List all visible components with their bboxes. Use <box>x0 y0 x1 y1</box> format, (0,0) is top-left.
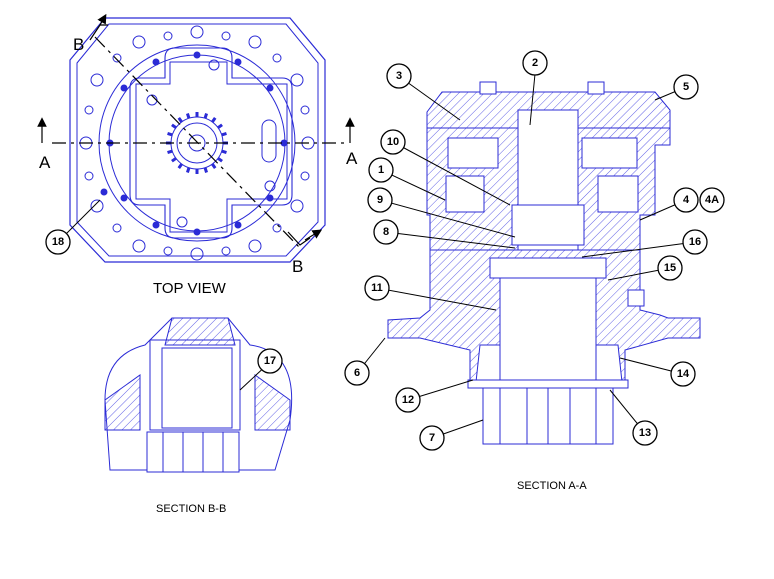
svg-text:18: 18 <box>52 236 64 248</box>
callout-7: 7 <box>419 425 445 451</box>
callout-4a: 4A <box>699 187 725 213</box>
svg-text:7: 7 <box>429 432 435 444</box>
svg-text:4A: 4A <box>705 194 719 206</box>
top-view-caption: TOP VIEW <box>153 280 227 297</box>
svg-text:9: 9 <box>377 194 383 206</box>
section-a-left-marker: A <box>39 153 51 172</box>
section-a-markers <box>37 13 355 246</box>
section-a-right-marker: A <box>346 149 358 168</box>
callout-15: 15 <box>657 255 683 281</box>
callout-10: 10 <box>380 129 406 155</box>
callout-14: 14 <box>670 361 696 387</box>
section-aa <box>387 81 701 445</box>
section-b-bottom-marker: B <box>292 257 303 276</box>
callout-bubbles: 2 3 5 10 1 9 4 4A 8 16 15 11 6 14 12 13 … <box>45 50 725 451</box>
top-view <box>52 17 345 263</box>
svg-text:16: 16 <box>689 236 701 248</box>
svg-text:8: 8 <box>383 226 389 238</box>
svg-text:17: 17 <box>264 355 276 367</box>
callout-6: 6 <box>344 360 370 386</box>
svg-text:3: 3 <box>396 70 402 82</box>
svg-text:15: 15 <box>664 262 676 274</box>
svg-text:6: 6 <box>354 367 360 379</box>
callout-16: 16 <box>682 229 708 255</box>
svg-text:10: 10 <box>387 136 399 148</box>
svg-text:5: 5 <box>683 81 689 93</box>
flange-bolt-holes <box>79 25 315 261</box>
svg-text:13: 13 <box>639 427 651 439</box>
callout-1: 1 <box>368 157 394 183</box>
section-bb-caption: SECTION B-B <box>156 503 226 515</box>
svg-text:4: 4 <box>683 194 690 206</box>
svg-text:11: 11 <box>371 282 383 294</box>
svg-text:2: 2 <box>532 57 538 69</box>
callout-8: 8 <box>373 219 399 245</box>
callout-4: 4 <box>673 187 699 213</box>
callout-2: 2 <box>522 50 548 76</box>
svg-text:12: 12 <box>402 394 414 406</box>
callout-11: 11 <box>364 275 390 301</box>
callout-12: 12 <box>395 387 421 413</box>
callout-13: 13 <box>632 420 658 446</box>
section-aa-caption: SECTION A-A <box>517 480 587 492</box>
inner-bolt-ring <box>100 51 288 236</box>
callout-18: 18 <box>45 229 71 255</box>
section-bb <box>104 317 293 473</box>
svg-text:1: 1 <box>378 164 384 176</box>
callout-3: 3 <box>386 63 412 89</box>
callout-5: 5 <box>673 74 699 100</box>
callout-9: 9 <box>367 187 393 213</box>
svg-text:14: 14 <box>677 368 690 380</box>
section-b-top-marker: B <box>73 35 84 54</box>
callout-17: 17 <box>257 348 283 374</box>
